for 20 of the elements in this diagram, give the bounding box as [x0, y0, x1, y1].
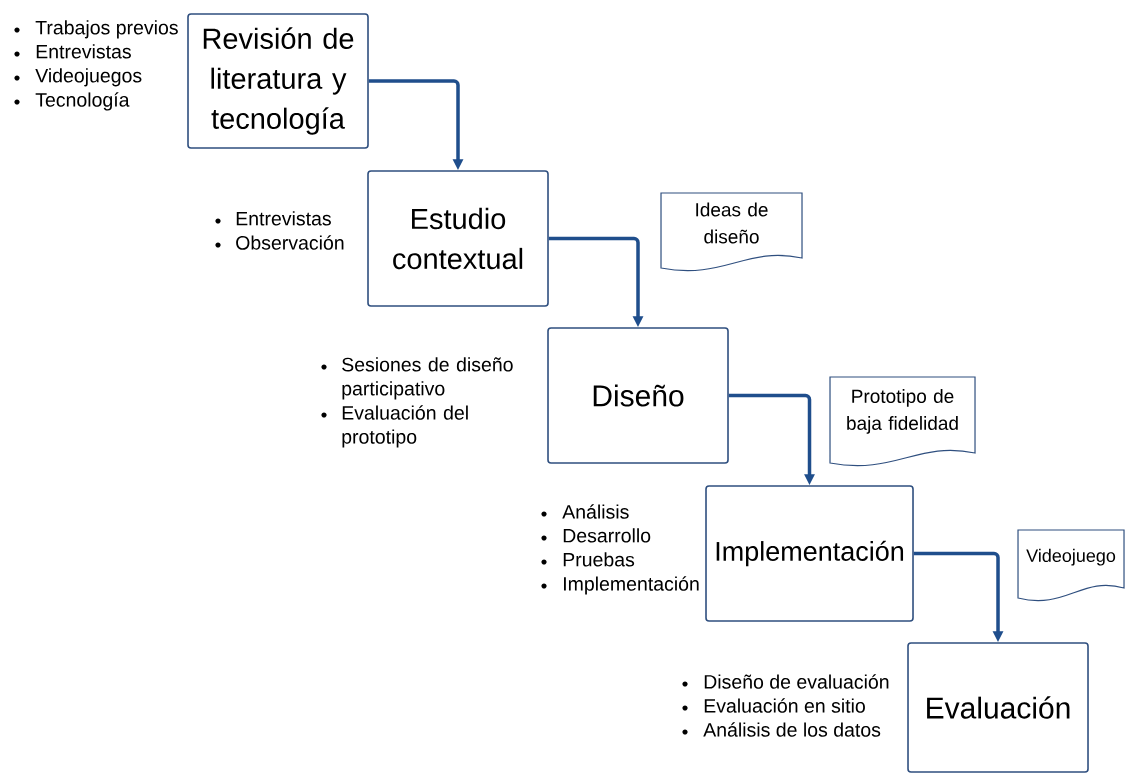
- bullet-item: Evaluación del prototipo: [321, 405, 468, 448]
- process-box: Revisión de literatura y tecnología: [187, 13, 369, 149]
- bullet-item: Observación: [215, 235, 344, 250]
- process-box: Diseño: [547, 327, 729, 464]
- bullet-item: Análisis de los datos: [682, 722, 881, 737]
- bullet-item: Trabajos previos: [14, 20, 178, 39]
- bullet-item: Tecnología: [14, 92, 130, 111]
- bullet-item: Diseño de evaluación: [682, 674, 889, 689]
- bullet-item: Videojuegos: [14, 68, 142, 87]
- bullet-item: Implementación: [541, 576, 699, 595]
- bullet-item: Evaluación en sitio: [682, 698, 865, 713]
- process-box: Estudio contextual: [367, 170, 549, 307]
- bullet-item: Desarrollo: [541, 528, 651, 543]
- bullet-item: Pruebas: [541, 552, 635, 567]
- process-box: Evaluación: [907, 642, 1089, 773]
- bullet-item: Entrevistas: [215, 211, 331, 226]
- bullet-item: Análisis: [541, 504, 629, 519]
- process-box: Implementación: [705, 485, 914, 622]
- bullet-item: Sesiones de diseño participativo: [321, 357, 513, 400]
- bullet-item: Entrevistas: [14, 44, 131, 59]
